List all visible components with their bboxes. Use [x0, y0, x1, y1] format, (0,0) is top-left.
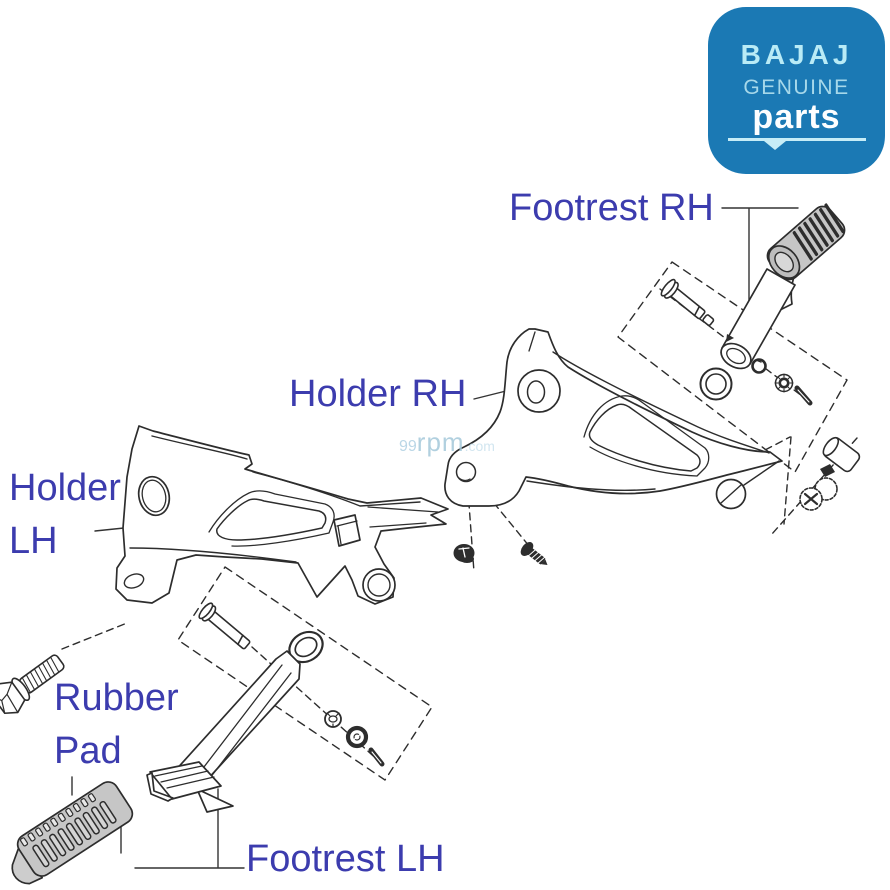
bajaj-genuine-parts-logo: BAJAJ GENUINE parts: [708, 7, 885, 174]
logo-brand-text: BAJAJ: [740, 39, 853, 70]
dashed-box-footrest-lh: [177, 566, 433, 781]
screw-threaded: [520, 541, 548, 566]
hex-bolt-drawing: [0, 654, 65, 715]
mounting-screws-drawing: [453, 541, 548, 566]
label-holder-lh-line1: Holder: [9, 467, 121, 509]
watermark-prefix: 99: [399, 438, 417, 455]
footrest-lh-plate-lip: [146, 772, 174, 802]
label-holder-lh: Holder LH: [9, 462, 121, 568]
label-rubber-pad-line2: Pad: [54, 730, 122, 772]
logo-arrow-icon: [764, 141, 786, 150]
serrated-lock-nut: [799, 477, 838, 511]
washer-set-rh: [699, 358, 813, 406]
label-footrest-rh: Footrest RH: [509, 187, 714, 229]
rubber-pad-drawing: [11, 781, 134, 885]
holder-lh-drawing: [115, 425, 449, 605]
washer-set-lh: [324, 710, 385, 767]
dashed-box-footrest-rh: [617, 261, 848, 473]
footrest-rh-rubber-grip: [766, 203, 846, 281]
footrest-lh-arm: [146, 650, 301, 813]
footrest-lh-gusset: [196, 788, 234, 813]
clevis-pin-rh: [660, 278, 715, 327]
screw-round-head: [453, 544, 475, 563]
watermark-main: rpm: [416, 427, 465, 457]
bushing-collar: [820, 464, 835, 477]
logo-underline: [727, 138, 866, 141]
clevis-pin-lh: [198, 602, 251, 650]
watermark-suffix: .com: [464, 438, 495, 454]
label-rubber-pad-line1: Rubber: [54, 677, 179, 719]
logo-tagline-text: GENUINE: [743, 76, 850, 99]
footrest-rh-arm: [720, 268, 796, 370]
label-footrest-lh: Footrest LH: [246, 838, 445, 880]
label-leader-lines: [71, 207, 799, 869]
pivot-bushing: [822, 436, 861, 473]
label-holder-lh-line2: LH: [9, 520, 58, 562]
logo-product-text: parts: [752, 98, 841, 136]
footrest-lh-footplate: [149, 761, 222, 800]
label-holder-rh: Holder RH: [289, 373, 467, 415]
holder-rh-drawing: [444, 328, 783, 510]
label-rubber-pad: Rubber Pad: [54, 672, 179, 778]
